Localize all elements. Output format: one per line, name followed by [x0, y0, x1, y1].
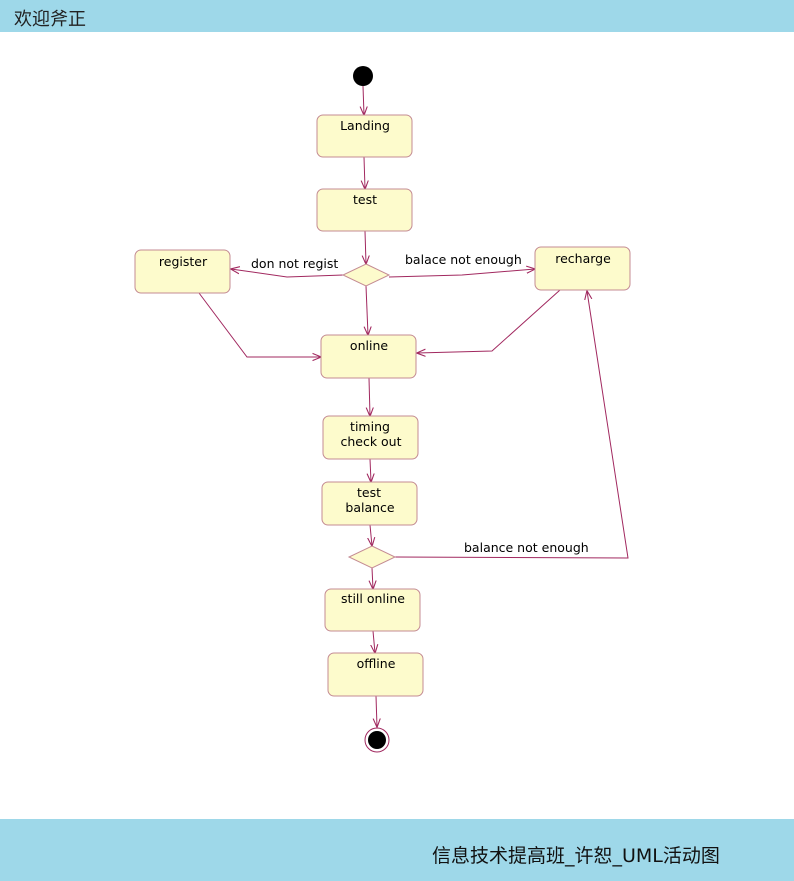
- edges: [198, 85, 629, 727]
- edge-register-online: [198, 292, 321, 357]
- node-timing-label-line2: check out: [340, 434, 401, 449]
- node-landing: Landing: [316, 114, 413, 158]
- final-node: [368, 731, 386, 749]
- node-online: online: [320, 334, 417, 379]
- edge-decision-online: [366, 285, 368, 335]
- edge-timing-testbalance: [370, 458, 371, 482]
- node-recharge-label: recharge: [555, 251, 611, 266]
- footer-title: 信息技术提高班_许恕_UML活动图: [432, 845, 720, 867]
- node-test-balance: test balance: [321, 481, 418, 526]
- edge-recharge-online: [417, 289, 561, 353]
- edge-decision-register: [231, 269, 344, 278]
- edge-test-decision: [365, 230, 366, 264]
- initial-node: [353, 66, 373, 86]
- node-landing-label: Landing: [340, 118, 390, 133]
- edge-label-don-not-regist: don not regist: [251, 256, 338, 271]
- node-testbalance-label-line1: test: [357, 485, 381, 500]
- node-offline-label: offline: [357, 656, 396, 671]
- footer-bar: 信息技术提高班_许恕_UML活动图: [0, 819, 794, 881]
- node-recharge: recharge: [534, 246, 631, 291]
- edge-decision-stillonline: [372, 567, 373, 589]
- decision-node-balance: [347, 545, 397, 569]
- edge-online-timing: [369, 377, 370, 416]
- edge-label-balace-not-enough: balace not enough: [405, 252, 522, 267]
- node-online-label: online: [350, 338, 388, 353]
- edge-decision-recharge-loop: [394, 291, 629, 559]
- edge-landing-test: [364, 156, 365, 189]
- header-bar: 欢迎斧正: [0, 0, 794, 32]
- decision-node-register: [341, 263, 391, 287]
- node-timing-checkout: timing check out: [322, 415, 419, 460]
- edge-label-balance-not-enough: balance not enough: [464, 540, 589, 555]
- node-test: test: [316, 188, 413, 232]
- edge-stillonline-offline: [373, 630, 375, 653]
- node-stillonline-label: still online: [341, 591, 405, 606]
- node-offline: offline: [327, 652, 424, 697]
- node-still-online: still online: [324, 588, 421, 632]
- node-test-label: test: [353, 192, 377, 207]
- header-title: 欢迎斧正: [14, 9, 86, 30]
- node-register: register: [134, 249, 231, 294]
- edge-decision-recharge: [388, 269, 535, 278]
- node-timing-label-line1: timing: [350, 419, 390, 434]
- node-testbalance-label-line2: balance: [345, 500, 395, 515]
- node-register-label: register: [159, 254, 208, 269]
- edge-testbalance-decision: [370, 524, 372, 546]
- edge-offline-end: [376, 695, 377, 727]
- edge-start-landing: [363, 85, 364, 115]
